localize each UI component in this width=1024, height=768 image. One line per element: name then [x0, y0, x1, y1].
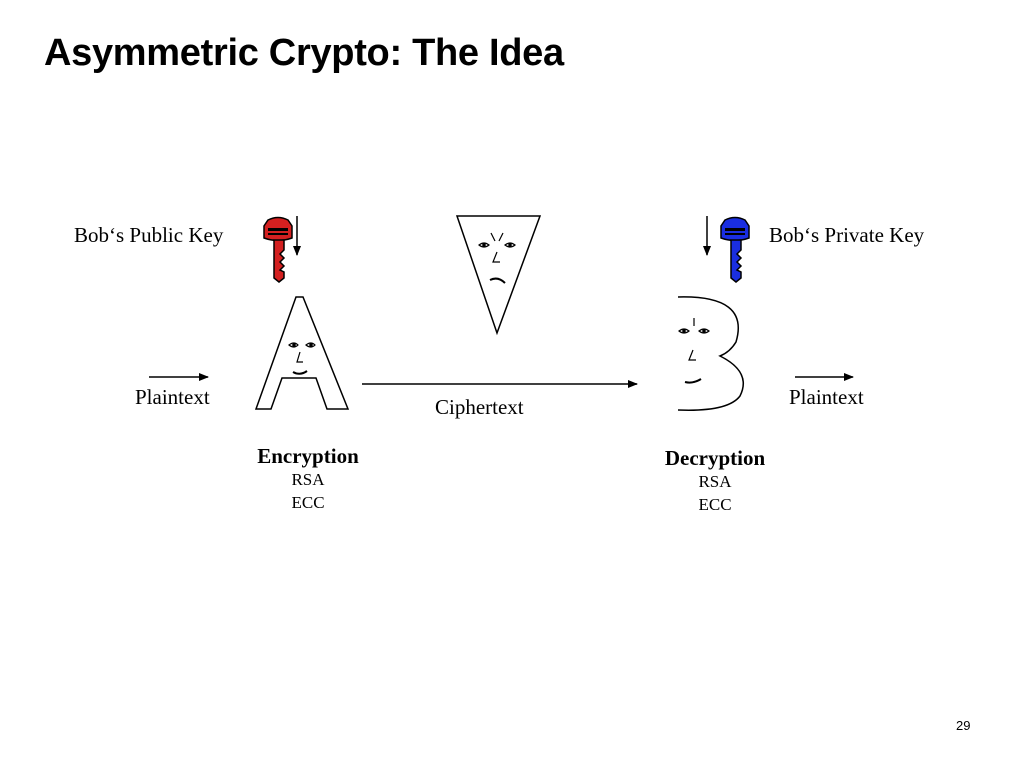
letter-a-face-icon — [254, 296, 350, 410]
public-key-label: Bob‘s Public Key — [74, 223, 224, 247]
triangle-eavesdropper-face-icon — [455, 215, 542, 336]
encryption-title: Encryption — [257, 444, 359, 468]
encryption-algorithm: ECC — [291, 493, 325, 512]
decryption-algorithm: ECC — [698, 495, 732, 514]
private-key-label: Bob‘s Private Key — [769, 223, 925, 247]
decryption-title: Decryption — [664, 446, 766, 470]
encryption-block: Encryption RSA ECC — [228, 444, 388, 514]
red-key-icon — [263, 216, 293, 283]
slide-title: Asymmetric Crypto: The Idea — [44, 32, 564, 74]
encryption-algorithm: RSA — [291, 470, 325, 489]
plaintext-out-label: Plaintext — [789, 385, 864, 409]
letter-b-face-icon — [677, 296, 744, 411]
decryption-block: Decryption RSA ECC — [635, 446, 795, 516]
decryption-algorithm: RSA — [698, 472, 732, 491]
page-number: 29 — [956, 718, 971, 733]
blue-key-icon — [720, 216, 750, 283]
ciphertext-label: Ciphertext — [435, 395, 524, 419]
plaintext-in-label: Plaintext — [135, 385, 210, 409]
